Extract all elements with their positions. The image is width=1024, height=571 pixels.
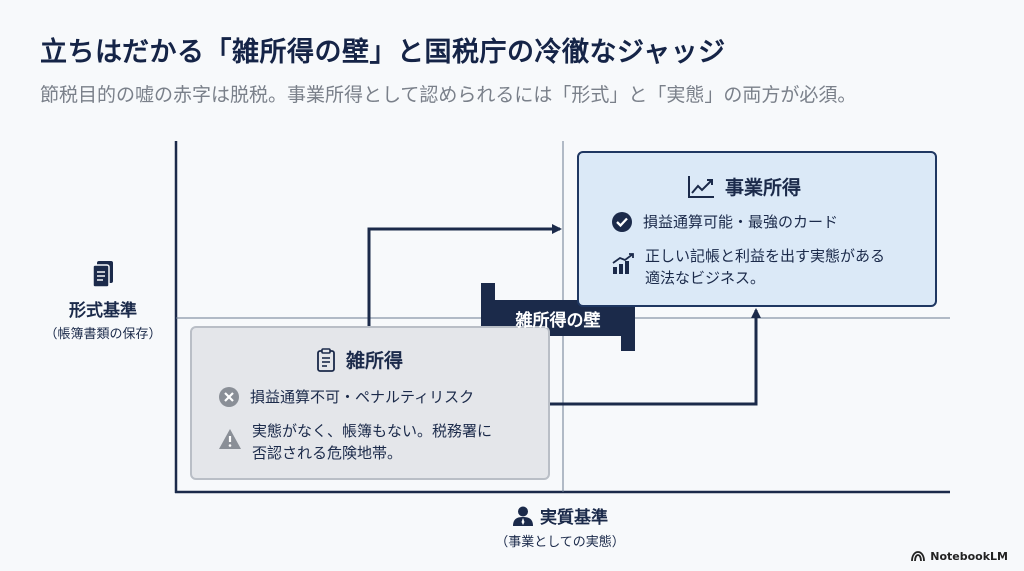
- biz-point-2: 正しい記帳と利益を出す実態がある 適法なビジネス。: [611, 245, 885, 289]
- x-circle-icon: [218, 386, 240, 408]
- x-axis-label-line: 実質基準: [460, 503, 660, 528]
- bar-chart-up-icon: [611, 253, 635, 275]
- misc-income-header: 雑所得: [316, 346, 403, 373]
- y-axis-sublabel: （帳簿書類の保存）: [44, 327, 162, 342]
- business-income-header: 事業所得: [687, 173, 801, 200]
- misc-point-1-text: 損益通算不可・ペナルティリスク: [250, 388, 475, 406]
- misc-income-box: 雑所得 損益通算不可・ペナルティリスク 実態がなく、帳簿もない。税務署に 否認さ…: [190, 326, 550, 480]
- y-axis-label-group: 形式基準 （帳簿書類の保存）: [30, 260, 176, 342]
- biz-point-2-line2: 適法なビジネス。: [645, 269, 766, 287]
- biz-point-1-text: 損益通算可能・最強のカード: [643, 213, 839, 231]
- x-axis-label-group: 実質基準 （事業としての実態）: [460, 503, 660, 550]
- line-chart-icon: [687, 175, 715, 199]
- misc-income-title: 雑所得: [346, 350, 404, 372]
- person-icon: [512, 506, 534, 526]
- check-circle-icon: [611, 211, 633, 233]
- clipboard-icon: [316, 347, 336, 372]
- page-title: 立ちはだかる「雑所得の壁」と国税庁の冷徹なジャッジ: [40, 37, 726, 68]
- biz-point-1: 損益通算可能・最強のカード: [611, 211, 838, 233]
- wall-label: 雑所得の壁: [515, 310, 601, 331]
- page-subtitle: 節税目的の嘘の赤字は脱税。事業所得として認められるには「形式」と「実態」の両方が…: [40, 84, 857, 106]
- business-income-box: 事業所得 損益通算可能・最強のカード 正しい記帳と利益を出す実態がある 適法なビ…: [577, 151, 937, 307]
- brand-name: NotebookLM: [930, 550, 1008, 563]
- misc-point-2: 実態がなく、帳簿もない。税務署に 否認される危険地帯。: [218, 420, 492, 464]
- biz-point-2-line1: 正しい記帳と利益を出す実態がある: [645, 247, 886, 265]
- business-income-title: 事業所得: [725, 177, 802, 199]
- upper-path-arrow: [367, 224, 562, 326]
- misc-point-2-line2: 否認される危険地帯。: [252, 444, 403, 462]
- misc-point-1: 損益通算不可・ペナルティリスク: [218, 386, 474, 408]
- x-axis-sublabel: （事業としての実態）: [495, 535, 625, 550]
- misc-point-2-line1: 実態がなく、帳簿もない。税務署に: [252, 422, 493, 440]
- brand-watermark: NotebookLM: [911, 550, 1008, 563]
- warning-icon: [218, 428, 242, 450]
- y-axis-label: 形式基準: [69, 301, 137, 321]
- notebooklm-logo-icon: [911, 551, 926, 562]
- biz-point-2-text: 正しい記帳と利益を出す実態がある 適法なビジネス。: [645, 245, 885, 289]
- misc-point-2-text: 実態がなく、帳簿もない。税務署に 否認される危険地帯。: [252, 420, 492, 464]
- x-axis-label: 実質基準: [540, 508, 608, 528]
- lower-path-arrow: [550, 308, 761, 406]
- document-icon: [91, 260, 115, 288]
